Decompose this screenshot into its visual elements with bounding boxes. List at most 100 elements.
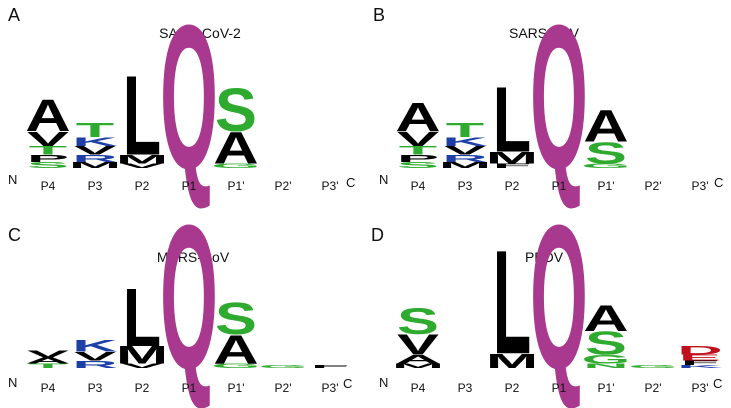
n-terminus-label: N [379, 375, 389, 390]
logo-letter-G: G [212, 163, 261, 170]
position-label: P3 [457, 179, 473, 193]
logo-letter-M: M [116, 152, 168, 166]
position-label: P2 [504, 381, 520, 395]
position-label: P3' [691, 381, 709, 395]
panel-letter: A [8, 5, 21, 25]
logo-letter-V: V [74, 144, 116, 158]
position-label: P2' [644, 381, 662, 395]
logo-letter-T: T [399, 144, 438, 158]
logo-letter-R: R [72, 359, 117, 371]
logo-letter-T: T [29, 363, 67, 370]
logo-letter-F: F [493, 163, 531, 170]
position-label: P3 [87, 179, 103, 193]
logo-letter-F: F [681, 360, 719, 367]
logo-letter-M: M [69, 161, 121, 170]
logo-letter-S: S [27, 161, 69, 170]
c-terminus-label: C [343, 376, 353, 391]
position-label: P4 [40, 179, 56, 193]
logo-letter-G: G [629, 364, 678, 369]
logo-letter-V: V [27, 127, 69, 150]
position-label: P1 [551, 179, 567, 193]
n-terminus-label: N [8, 375, 18, 390]
panel-title: PEDV [524, 249, 564, 265]
c-terminus-label: C [346, 175, 356, 190]
logo-letter-L: L [123, 53, 161, 179]
position-label: P3' [691, 179, 709, 193]
panel-title: SARS-CoV [508, 25, 580, 41]
logo-letter-M: M [486, 350, 538, 373]
logo-letter-K: K [442, 135, 488, 149]
logo-letter-G: G [212, 363, 261, 370]
logo-letter-Q: Q [160, 182, 218, 408]
position-label: P3' [321, 179, 339, 193]
logo-letter-V: V [444, 144, 486, 158]
logo-letter-S: S [585, 136, 627, 170]
panel-letter: B [373, 5, 386, 25]
logo-letter-A: A [395, 352, 440, 366]
logo-letter-Q: Q [530, 182, 588, 408]
position-label: P1 [181, 381, 197, 395]
logo-letter-K: K [72, 135, 118, 149]
position-label: P2' [274, 381, 292, 395]
logo-letter-P: P [27, 153, 69, 165]
logo-letter-S: S [585, 325, 627, 362]
logo-letter-M: M [439, 161, 491, 170]
logo-letter-A: A [395, 95, 440, 141]
logo-letter-V: V [121, 363, 163, 370]
logo-letter-A: A [583, 100, 628, 151]
position-label: P3 [87, 381, 103, 395]
position-label: P3' [321, 381, 339, 395]
position-label: P2 [134, 381, 150, 395]
logo-letter-P: P [397, 153, 439, 165]
logo-letter-K: K [677, 364, 722, 369]
logo-letter-G: G [582, 163, 631, 170]
position-label: P4 [410, 179, 426, 193]
logo-letter-Q: Q [160, 0, 218, 212]
position-label: P2' [274, 179, 292, 193]
logo-letter-L: L [123, 272, 161, 364]
n-terminus-label: N [8, 172, 18, 187]
position-label: P1' [227, 179, 245, 193]
position-label: P2 [134, 179, 150, 193]
logo-letter-M: M [116, 342, 168, 369]
position-label: P1' [227, 381, 245, 395]
logo-letter-S: S [397, 161, 439, 170]
logo-letter-V: V [121, 163, 163, 170]
logo-letter-A: A [25, 90, 70, 141]
position-label: P1' [597, 179, 615, 193]
panel-title: MERS-CoV [156, 249, 230, 265]
logo-letter-E: E [679, 353, 721, 362]
logo-letter-G: G [259, 364, 308, 369]
logo-letter-A: A [213, 122, 258, 173]
logo-letter-L: L [493, 220, 531, 385]
logo-letter-S: S [397, 300, 439, 342]
logo-letter-K: K [72, 337, 117, 356]
logo-letter-G: G [582, 352, 631, 366]
position-label: P1 [551, 381, 567, 395]
logo-letter-S: S [215, 293, 257, 344]
logo-letter-T: T [76, 118, 115, 141]
logo-letter-A: A [583, 297, 628, 339]
logo-letter-R: R [72, 153, 117, 165]
position-label: P4 [40, 381, 56, 395]
logo-letter-A: A [213, 327, 258, 373]
n-terminus-label: N [379, 172, 389, 187]
logo-letter-V: V [397, 127, 439, 150]
logo-letter-V: V [74, 349, 116, 363]
logo-letter-S: S [215, 77, 257, 145]
position-label: P1 [181, 179, 197, 193]
panel-title: SARS-CoV-2 [159, 25, 241, 41]
position-label: P3 [457, 381, 473, 395]
logo-letter-L: L [493, 68, 531, 172]
position-label: P2 [504, 179, 520, 193]
logo-letter-N: N [583, 363, 628, 370]
c-terminus-label: C [713, 376, 723, 391]
position-label: P1' [597, 381, 615, 395]
logo-letter-D: D [677, 344, 722, 358]
logo-letter-M: M [392, 363, 444, 370]
logo-letter-V: V [27, 348, 69, 360]
